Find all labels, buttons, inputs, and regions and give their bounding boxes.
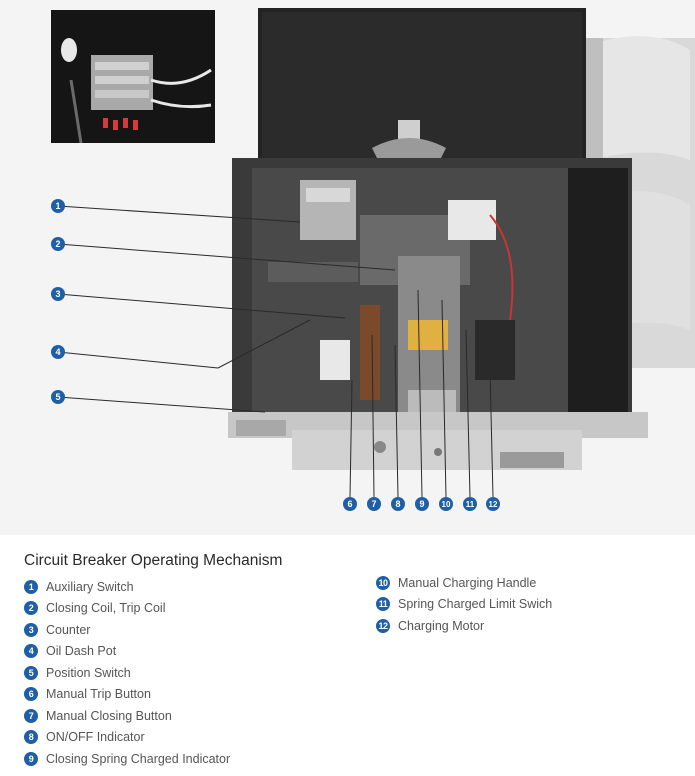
mechanism (268, 180, 515, 426)
number-badge: 9 (24, 751, 38, 766)
callout-badge-4: 4 (51, 345, 65, 359)
legend-item: 3 Counter (24, 619, 230, 641)
legend-label: Closing Spring Charged Indicator (46, 751, 231, 766)
inset-photo (51, 10, 215, 143)
number-badge: 7 (24, 708, 38, 723)
legend-label: Closing Coil, Trip Coil (46, 601, 166, 616)
number-badge: 5 (24, 665, 38, 680)
number-badge: 1 (24, 579, 38, 594)
number-badge: 10 (376, 575, 390, 590)
callout-badge-6: 6 (343, 497, 357, 511)
callout-badge-9: 9 (415, 497, 429, 511)
svg-text:9: 9 (419, 499, 424, 509)
legend-item: 11 Spring Charged Limit Swich (376, 594, 552, 616)
legend-label: Spring Charged Limit Swich (398, 597, 553, 612)
legend-label: Manual Charging Handle (398, 575, 537, 590)
lifting-hook (372, 120, 446, 160)
svg-text:10: 10 (442, 500, 451, 509)
callout-badge-12: 12 (486, 497, 500, 511)
legend-item: 4 Oil Dash Pot (24, 641, 230, 663)
number-badge: 6 (24, 687, 38, 702)
legend-label: Counter (46, 622, 91, 637)
legend-item: 2 Closing Coil, Trip Coil (24, 598, 230, 620)
legend-item: 10 Manual Charging Handle (376, 572, 552, 594)
breaker-illustration: 1 2 3 4 5 6 7 8 9 10 11 12 (51, 8, 695, 511)
svg-text:6: 6 (347, 499, 352, 509)
svg-text:12: 12 (489, 500, 498, 509)
number-badge: 4 (24, 644, 38, 659)
legend-item: 6 Manual Trip Button (24, 684, 230, 706)
callout-badge-7: 7 (367, 497, 381, 511)
svg-text:7: 7 (371, 499, 376, 509)
auxiliary-switch-closeup (51, 10, 215, 143)
legend-label: Charging Motor (398, 618, 485, 633)
number-badge: 12 (376, 618, 390, 633)
svg-text:11: 11 (466, 500, 475, 509)
legend-item: 5 Position Switch (24, 662, 230, 684)
legend-label: Oil Dash Pot (46, 644, 117, 659)
number-badge: 3 (24, 622, 38, 637)
callout-badge-3: 3 (51, 287, 65, 301)
legend-item: 7 Manual Closing Button (24, 705, 230, 727)
number-badge: 2 (24, 601, 38, 616)
legend-item: 12 Charging Motor (376, 615, 552, 637)
legend-label: Manual Trip Button (46, 687, 151, 702)
legend-label: ON/OFF Indicator (46, 730, 145, 745)
svg-text:4: 4 (55, 347, 60, 357)
callout-badge-10: 10 (439, 497, 453, 511)
breaker-photo: 1 2 3 4 5 6 7 8 9 10 11 12 (0, 0, 695, 535)
legend-item: 9 Closing Spring Charged Indicator (24, 748, 230, 770)
number-badge: 8 (24, 730, 38, 745)
caption-title: Circuit Breaker Operating Mechanism (24, 552, 283, 569)
legend-column-left: 1 Auxiliary Switch 2 Closing Coil, Trip Co… (24, 576, 230, 770)
callout-badge-5: 5 (51, 390, 65, 404)
truck-base (228, 412, 648, 470)
legend-column-right: 10 Manual Charging Handle 11 Spring Charge… (376, 572, 552, 637)
svg-text:8: 8 (395, 499, 400, 509)
callout-badge-11: 11 (463, 497, 477, 511)
svg-text:5: 5 (55, 392, 60, 402)
callout-badge-8: 8 (391, 497, 405, 511)
callout-badge-2: 2 (51, 237, 65, 251)
callout-badge-1: 1 (51, 199, 65, 213)
callout-badges: 1 2 3 4 5 6 7 8 9 10 11 12 (51, 199, 500, 511)
number-badge: 11 (376, 597, 390, 612)
callout-lines (57, 205, 494, 498)
legend-label: Position Switch (46, 665, 131, 680)
legend-label: Auxiliary Switch (46, 579, 134, 594)
svg-text:1: 1 (55, 201, 60, 211)
svg-text:3: 3 (55, 289, 60, 299)
svg-text:2: 2 (55, 239, 60, 249)
legend-item: 1 Auxiliary Switch (24, 576, 230, 598)
legend-item: 8 ON/OFF Indicator (24, 727, 230, 749)
legend-label: Manual Closing Button (46, 708, 172, 723)
